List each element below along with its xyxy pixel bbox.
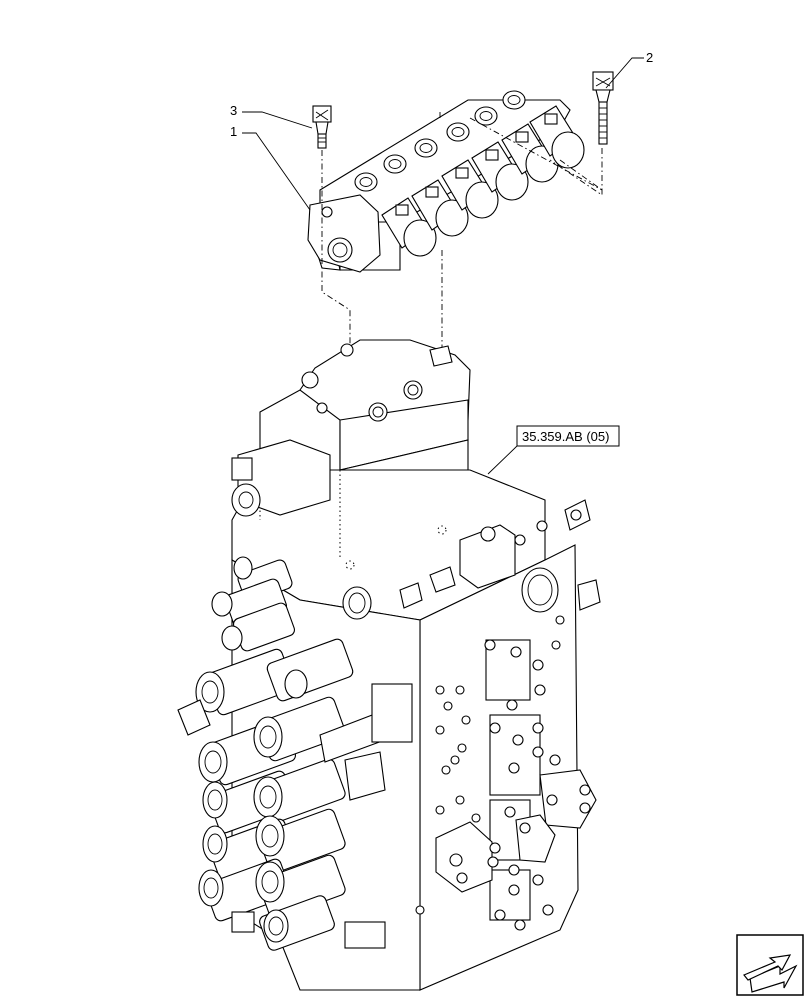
callout-number: 1: [230, 124, 237, 139]
left-pilot-cap: [231, 439, 331, 517]
top-ports: [354, 90, 526, 192]
end-plug: [307, 194, 381, 273]
solenoid-coils: [381, 105, 585, 257]
main-control-valve: [177, 339, 601, 991]
screw-item-3: [312, 105, 332, 149]
reference-label: 35.359.AB (05): [522, 429, 609, 444]
callout-number: 3: [230, 103, 237, 118]
reference-label-box[interactable]: 35.359.AB (05): [487, 425, 620, 475]
solenoid-valve-block: [307, 90, 603, 273]
next-page-arrow-icon[interactable]: [736, 934, 804, 996]
valve-adapter-block: [259, 339, 471, 531]
callout-1: 1: [230, 124, 311, 211]
callout-3: 3: [230, 103, 313, 129]
callout-2: 2: [605, 50, 653, 89]
screw-item-2: [592, 71, 614, 145]
right-face-fittings: [415, 615, 597, 931]
callout-number: 2: [646, 50, 653, 65]
left-spool-cylinders: [177, 556, 413, 951]
